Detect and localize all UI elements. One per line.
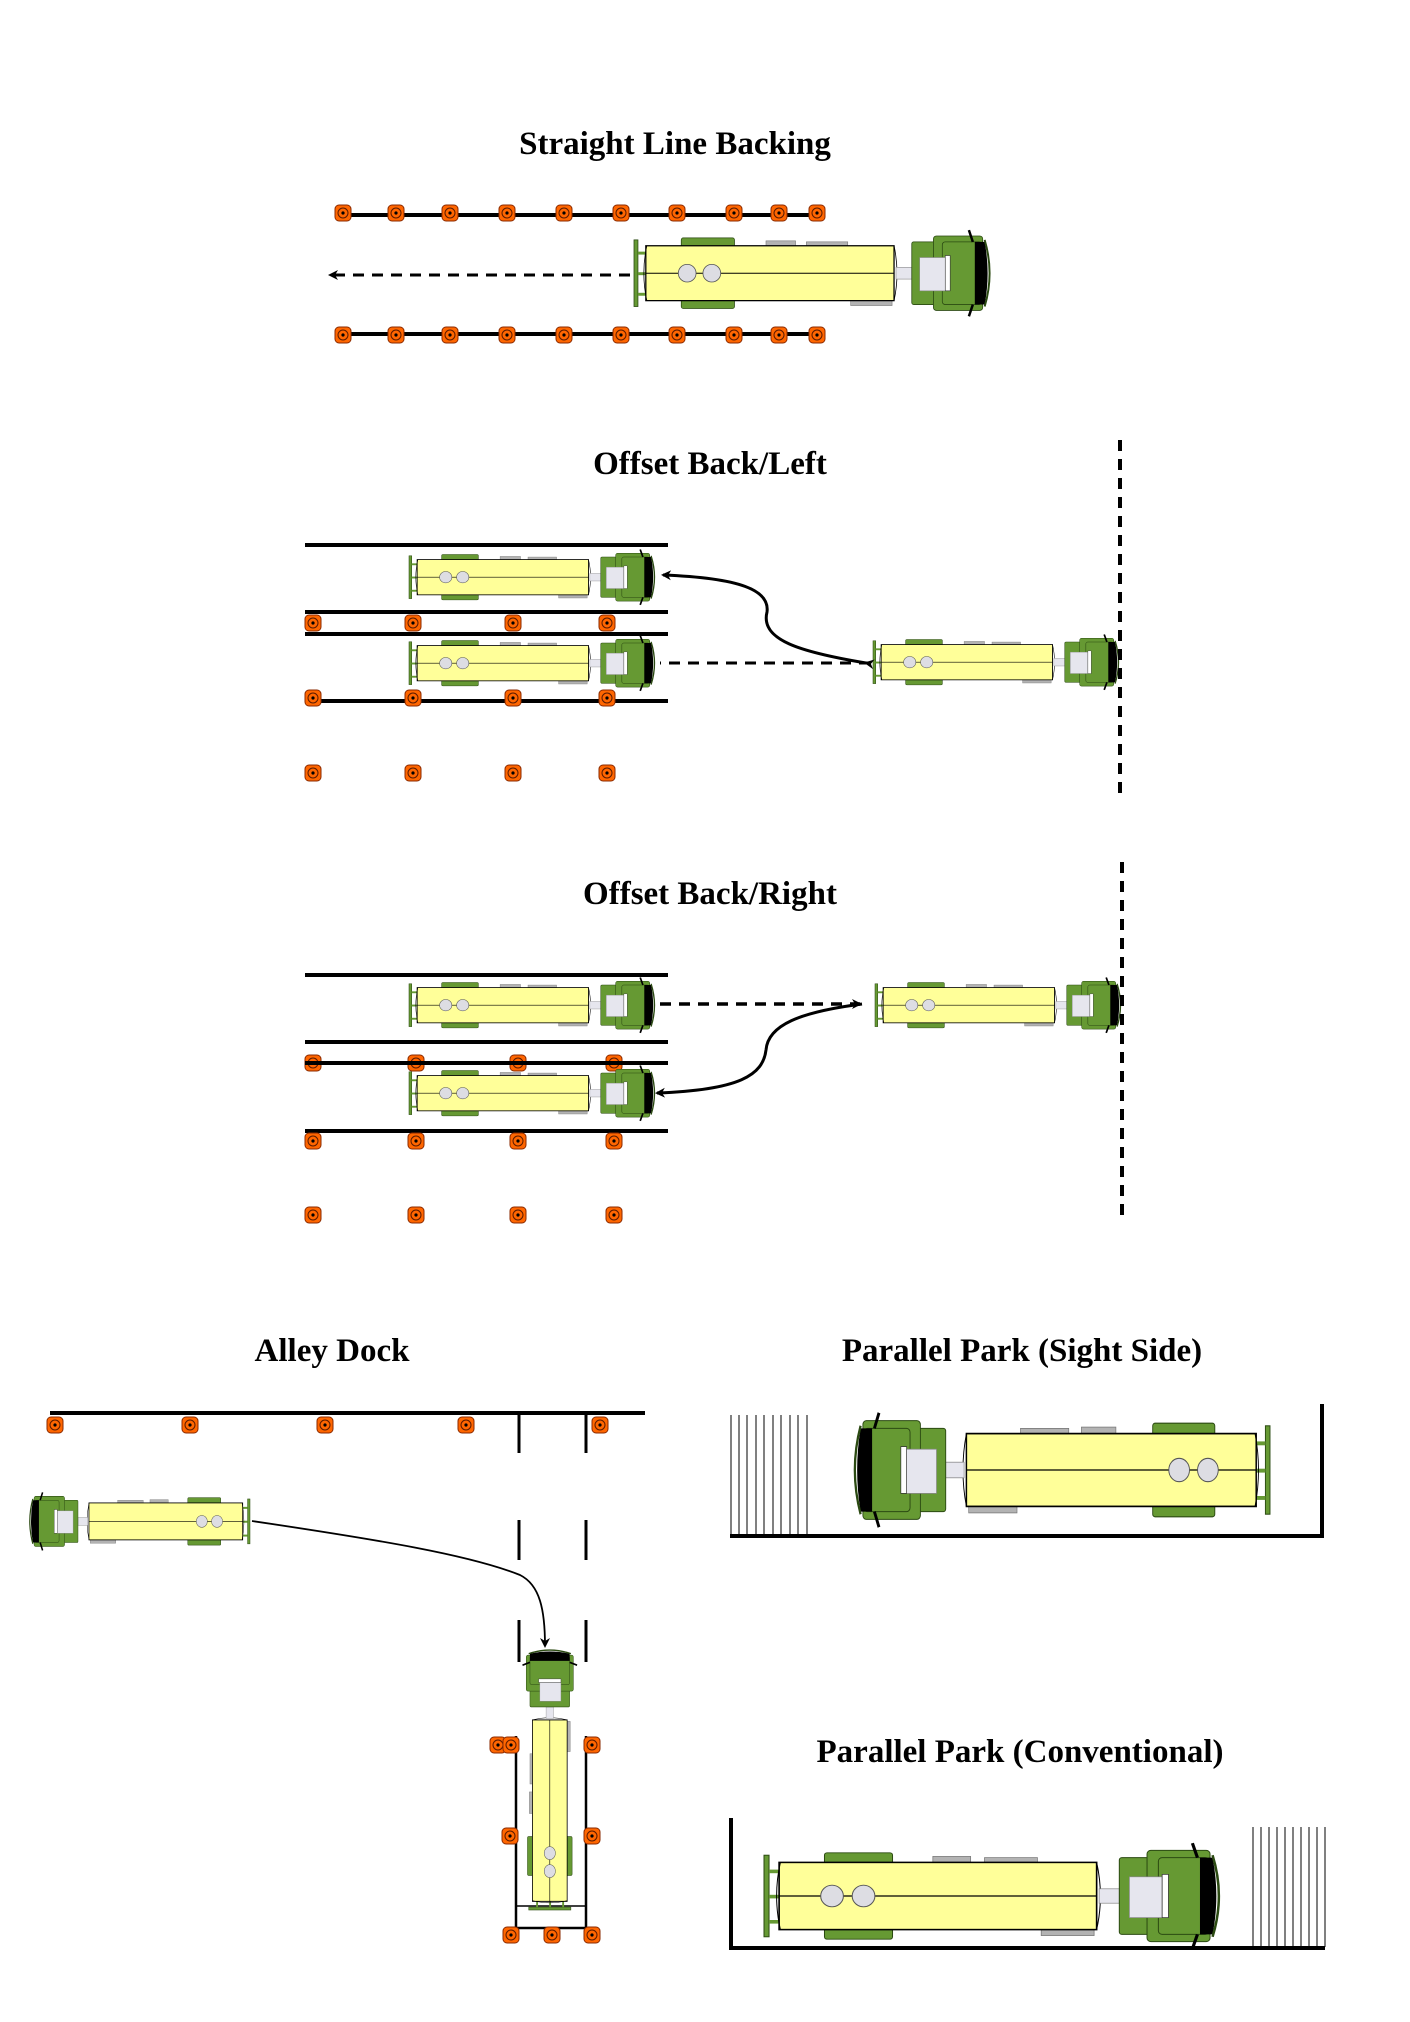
tanker-truck-icon	[28, 1491, 251, 1552]
traffic-cone-icon	[555, 326, 573, 344]
traffic-cone-icon	[598, 764, 616, 782]
traffic-cone-icon	[509, 1206, 527, 1224]
traffic-cone-icon	[181, 1416, 199, 1434]
traffic-cone-icon	[598, 689, 616, 707]
tanker-truck-icon	[853, 1411, 1272, 1529]
title-parallel-park-sight-side: Parallel Park (Sight Side)	[842, 1333, 1202, 1369]
traffic-cone-icon	[457, 1416, 475, 1434]
traffic-cone-icon	[404, 689, 422, 707]
tanker-truck-icon	[408, 548, 656, 606]
path-arrow-icon	[251, 1520, 550, 1648]
traffic-cone-icon	[407, 1206, 425, 1224]
traffic-cone-icon	[504, 689, 522, 707]
traffic-cone-icon	[808, 204, 826, 222]
diagram-offset-back-left: Offset Back/Left	[304, 440, 1122, 796]
diagram-parallel-park-sight-side: Parallel Park (Sight Side)	[730, 1333, 1324, 1538]
traffic-cone-icon	[725, 326, 743, 344]
traffic-cone-icon	[498, 204, 516, 222]
traffic-cone-icon	[612, 204, 630, 222]
traffic-cone-icon	[612, 326, 630, 344]
tanker-truck-icon	[521, 1649, 578, 1911]
traffic-cone-icon	[725, 204, 743, 222]
path-arrow-icon	[655, 1002, 863, 1098]
tanker-truck-icon	[872, 633, 1120, 691]
hatched-area	[1252, 1827, 1326, 1947]
traffic-cone-icon	[334, 326, 352, 344]
traffic-cone-icon	[583, 1827, 601, 1845]
traffic-cone-icon	[304, 1132, 322, 1150]
traffic-cone-icon	[605, 1206, 623, 1224]
traffic-cone-icon	[304, 1206, 322, 1224]
traffic-cone-icon	[498, 326, 516, 344]
traffic-cone-icon	[598, 614, 616, 632]
title-offset-back-right: Offset Back/Right	[583, 876, 837, 912]
title-straight-line-backing: Straight Line Backing	[519, 126, 831, 162]
traffic-cone-icon	[543, 1926, 561, 1944]
traffic-cone-icon	[808, 326, 826, 344]
title-offset-back-left: Offset Back/Left	[593, 446, 827, 482]
traffic-cone-icon	[404, 764, 422, 782]
diagram-straight-line-backing: Straight Line Backing	[328, 126, 991, 344]
traffic-cone-icon	[304, 689, 322, 707]
diagram-alley-dock: Alley Dock	[28, 1333, 645, 1944]
traffic-cone-icon	[504, 764, 522, 782]
title-alley-dock: Alley Dock	[255, 1333, 411, 1369]
traffic-cone-icon	[441, 326, 459, 344]
traffic-cone-icon	[316, 1416, 334, 1434]
traffic-cone-icon	[605, 1132, 623, 1150]
tanker-truck-icon	[408, 1064, 656, 1122]
tanker-truck-icon	[632, 228, 991, 318]
traffic-cone-icon	[770, 204, 788, 222]
diagram-parallel-park-conventional: Parallel Park (Conventional)	[729, 1734, 1326, 1951]
traffic-cone-icon	[668, 326, 686, 344]
traffic-cone-icon	[304, 614, 322, 632]
traffic-cone-icon	[555, 204, 573, 222]
traffic-cone-icon	[387, 326, 405, 344]
title-parallel-park-conventional: Parallel Park (Conventional)	[817, 1734, 1224, 1770]
traffic-cone-icon	[509, 1132, 527, 1150]
tanker-truck-icon	[762, 1841, 1221, 1951]
traffic-cone-icon	[770, 326, 788, 344]
traffic-cone-icon	[591, 1416, 609, 1434]
tanker-truck-icon	[408, 976, 656, 1034]
traffic-cone-icon	[502, 1736, 520, 1754]
diagram-offset-back-right: Offset Back/Right	[304, 862, 1124, 1224]
path-arrow-icon	[661, 570, 875, 670]
traffic-cone-icon	[583, 1736, 601, 1754]
traffic-cone-icon	[441, 204, 459, 222]
tanker-truck-icon	[874, 976, 1122, 1034]
traffic-cone-icon	[304, 764, 322, 782]
traffic-cone-icon	[502, 1926, 520, 1944]
traffic-cone-icon	[334, 204, 352, 222]
tanker-truck-icon	[408, 634, 656, 692]
traffic-cone-icon	[504, 614, 522, 632]
hatched-area	[730, 1415, 808, 1536]
traffic-cone-icon	[407, 1132, 425, 1150]
traffic-cone-icon	[668, 204, 686, 222]
traffic-cone-icon	[404, 614, 422, 632]
traffic-cone-icon	[46, 1416, 64, 1434]
traffic-cone-icon	[387, 204, 405, 222]
traffic-cone-icon	[583, 1926, 601, 1944]
traffic-cone-icon	[501, 1827, 519, 1845]
